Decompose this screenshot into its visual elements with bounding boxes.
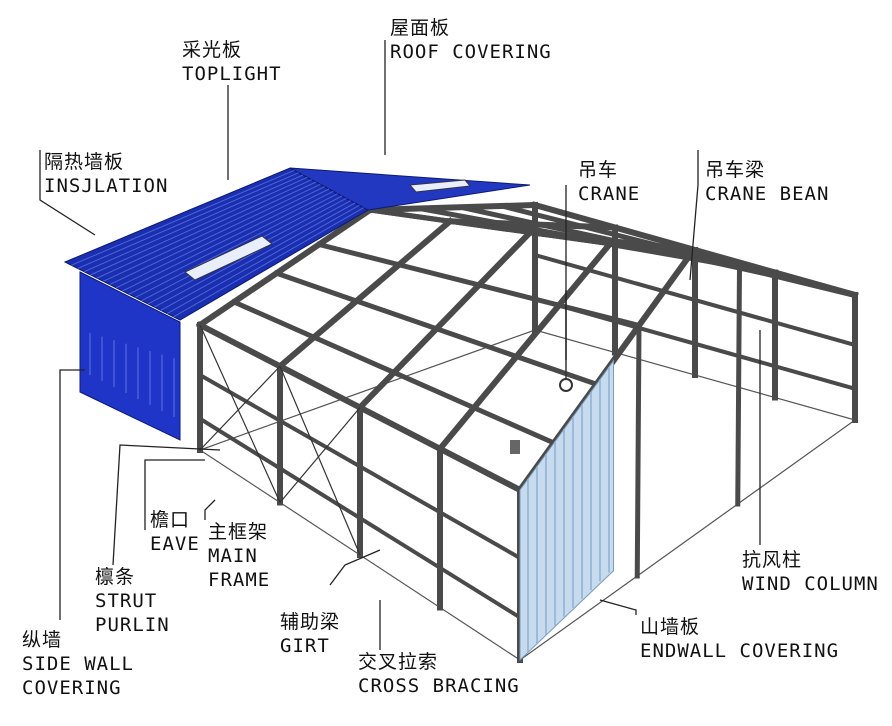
label-zh: 主框架 — [208, 521, 269, 543]
roof-rib — [71, 169, 295, 266]
label-en: PURLIN — [95, 614, 170, 636]
cross-bracing — [199, 324, 281, 503]
label-main-frame: 主框架 MAIN FRAME — [208, 520, 270, 592]
roof-rib — [96, 179, 312, 279]
label-en: TOPLIGHT — [182, 63, 282, 85]
label-wind-column: 抗风柱 WIND COLUMN — [742, 548, 879, 596]
roof-rib — [154, 200, 351, 308]
roof-rib — [128, 190, 334, 295]
rafter — [195, 205, 375, 330]
label-en: CRANE — [578, 183, 641, 205]
girt — [197, 415, 523, 621]
leader-lines — [39, 40, 761, 650]
leader-girt — [329, 549, 381, 586]
rafter — [435, 239, 615, 453]
roof-rib — [109, 183, 321, 286]
rafter — [355, 228, 535, 412]
roof-rib — [122, 188, 330, 292]
label-cross-bracing: 交叉拉索 CROSS BRACING — [358, 650, 520, 698]
label-en: ENDWALL COVERING — [640, 640, 840, 662]
girt — [532, 296, 858, 392]
label-endwall-covering: 山墙板 ENDWALL COVERING — [640, 615, 839, 663]
label-insulation: 隔热墙板 INSJLATION — [44, 150, 168, 198]
label-zh: 吊车 — [578, 159, 619, 181]
label-zh: 山墙板 — [640, 616, 701, 638]
label-en: INSJLATION — [44, 175, 169, 197]
label-eave: 檐口 EAVE — [150, 508, 200, 556]
leader-mainframe — [204, 499, 216, 520]
roof-rib — [90, 176, 308, 276]
leader-endwall — [599, 599, 637, 615]
cross-bracing — [199, 365, 281, 451]
leader-sidewall — [59, 369, 85, 620]
label-en: FRAME — [208, 569, 271, 591]
purlin — [367, 207, 693, 258]
label-zh: 交叉拉索 — [358, 651, 439, 673]
label-crane-beam: 吊车梁 CRANE BEAN — [705, 158, 829, 206]
crane-pendant — [510, 440, 520, 454]
leader-crane-beam — [689, 150, 699, 281]
roof-rib — [160, 202, 356, 311]
label-en: SIDE WALL — [22, 653, 134, 675]
roof-rib — [166, 204, 360, 314]
cross-bracing — [279, 407, 361, 503]
girt — [197, 372, 523, 561]
label-girt: 辅助梁 GIRT — [280, 610, 340, 658]
label-strut-purlin: 檩条 STRUT PURLIN — [95, 565, 170, 637]
label-zh: 屋面板 — [390, 17, 451, 39]
crane-hook-icon — [559, 378, 573, 392]
girt — [532, 252, 858, 348]
coverings — [63, 167, 614, 662]
label-side-wall: 纵墙 SIDE WALL COVERING — [22, 628, 134, 700]
label-zh: 檩条 — [95, 566, 136, 588]
label-toplight: 采光板 TOPLIGHT — [182, 38, 282, 86]
label-en: EAVE — [150, 533, 200, 555]
eave-beam — [531, 201, 859, 299]
roof-rib — [135, 193, 338, 298]
wind-column — [634, 322, 642, 579]
label-en: WIND COLUMN — [742, 573, 879, 595]
leader-strut — [112, 444, 221, 566]
purlin — [230, 298, 558, 447]
label-zh: 抗风柱 — [742, 549, 803, 571]
cross-bracing — [279, 366, 361, 556]
purlin — [273, 270, 600, 388]
label-zh: 隔热墙板 — [44, 151, 125, 173]
label-zh: 采光板 — [182, 39, 243, 61]
roof-rib — [173, 207, 364, 318]
wind-column — [735, 264, 743, 507]
label-en: CRANE BEAN — [705, 183, 830, 205]
label-en: GIRT — [280, 635, 330, 657]
roof-rib — [103, 181, 317, 282]
label-zh: 纵墙 — [22, 629, 63, 651]
insulation-wall-panel — [79, 271, 181, 441]
leader-insulation — [39, 150, 96, 236]
label-roof-covering: 屋面板 ROOF COVERING — [390, 16, 552, 64]
roof-rib — [115, 186, 325, 289]
rafter — [275, 217, 455, 371]
toplight-panel — [408, 179, 471, 193]
endwall-covering — [519, 359, 614, 662]
label-en: MAIN — [208, 545, 258, 567]
label-crane: 吊车 CRANE — [578, 158, 640, 206]
label-en: STRUT — [95, 590, 158, 612]
roof-rib — [77, 172, 299, 269]
label-zh: 吊车梁 — [705, 159, 766, 181]
label-en: COVERING — [22, 677, 122, 699]
roof-rib — [83, 174, 304, 273]
label-en: ROOF COVERING — [390, 41, 552, 63]
leader-eave — [144, 459, 205, 530]
toplight-panel — [184, 235, 273, 281]
label-zh: 檐口 — [150, 509, 191, 531]
label-en: CROSS BRACING — [358, 675, 520, 697]
label-zh: 辅助梁 — [280, 611, 341, 633]
